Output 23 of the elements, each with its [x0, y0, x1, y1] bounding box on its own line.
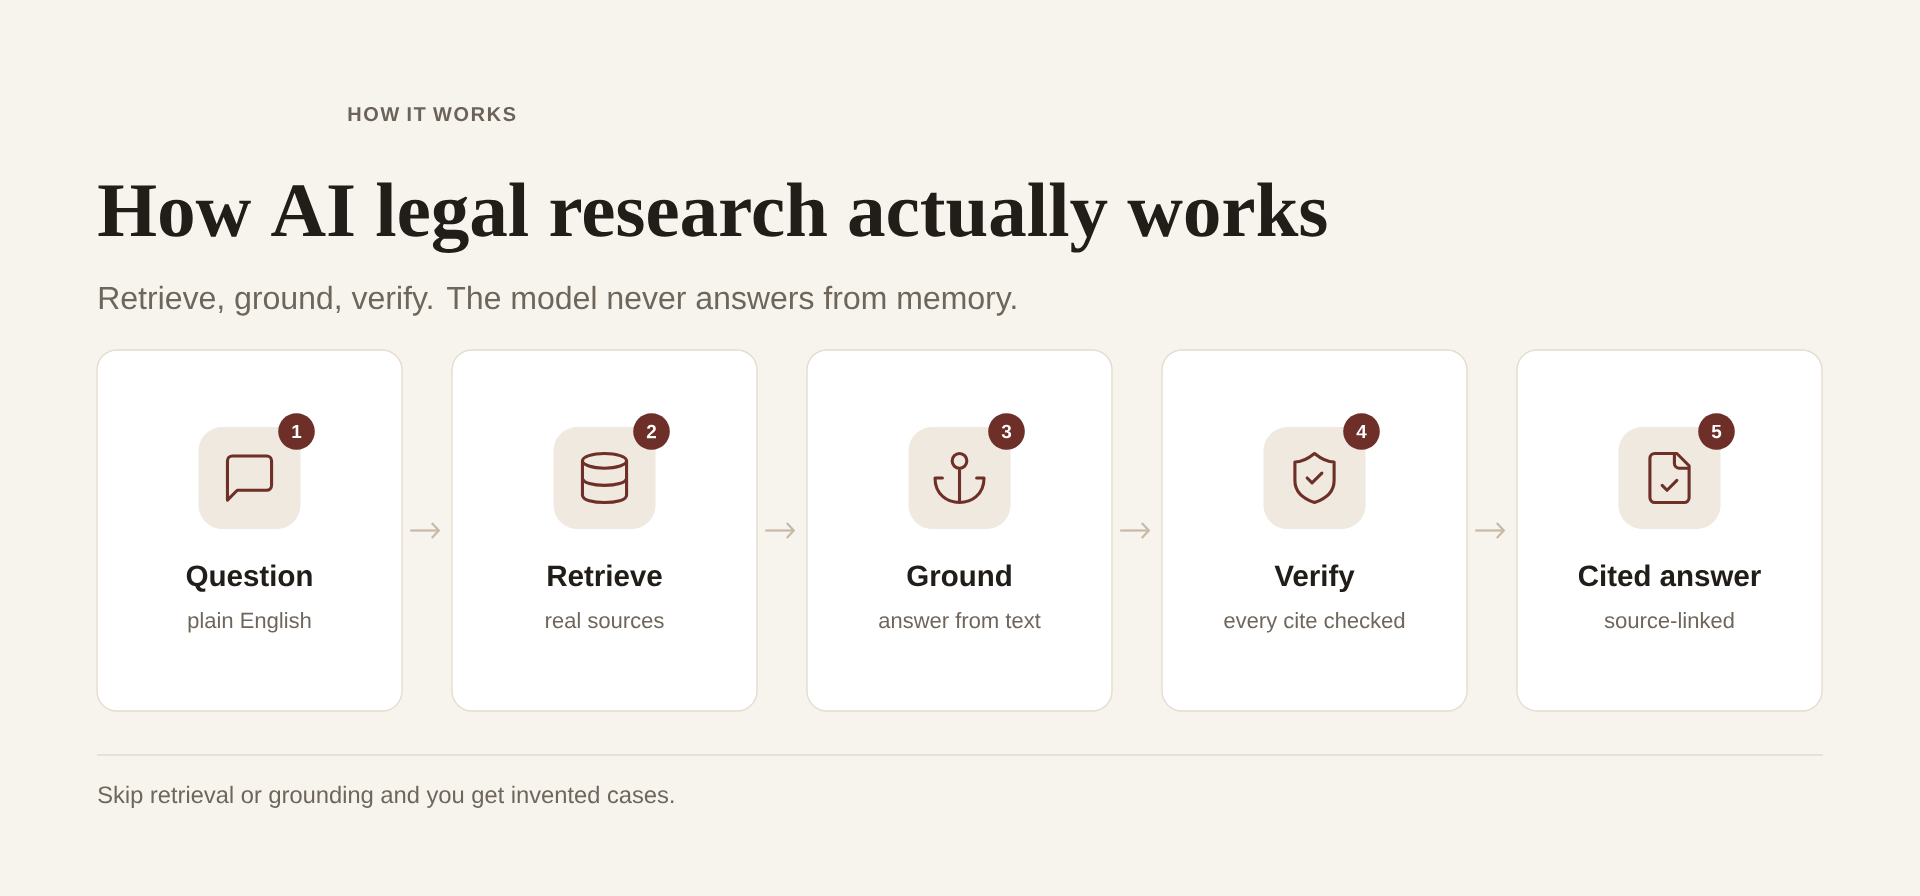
step-title: Ground [907, 564, 1011, 587]
number-badge: 3 [988, 413, 1025, 450]
footnote: Skip retrieval or grounding and you get invented cases. [98, 785, 674, 808]
step-description: answer from text [879, 612, 1041, 629]
section-label: HOW IT WORKS [348, 107, 516, 122]
number-badge: 1 [278, 413, 315, 450]
arrow [410, 522, 441, 539]
number-badge: 4 [1343, 413, 1380, 450]
step-title: Verify [1274, 564, 1355, 593]
number-badge: 2 [633, 413, 670, 450]
title: How AI legal research actually works [98, 182, 1327, 253]
number-badge: 5 [1698, 413, 1735, 450]
arrow [1475, 522, 1506, 539]
step-description: plain English [188, 612, 311, 633]
step-title: Cited answer [1578, 564, 1761, 587]
step-description: source-linked [1604, 612, 1734, 629]
step-description: real sources [546, 612, 664, 629]
subtitle: Retrieve, ground, verify. The model never answers from memory. [99, 285, 1016, 316]
step-description: every cite checked [1224, 612, 1405, 633]
arrow [1120, 522, 1151, 539]
step-title: Retrieve [548, 564, 662, 587]
step-title: Question [186, 564, 312, 592]
arrow [765, 522, 796, 539]
